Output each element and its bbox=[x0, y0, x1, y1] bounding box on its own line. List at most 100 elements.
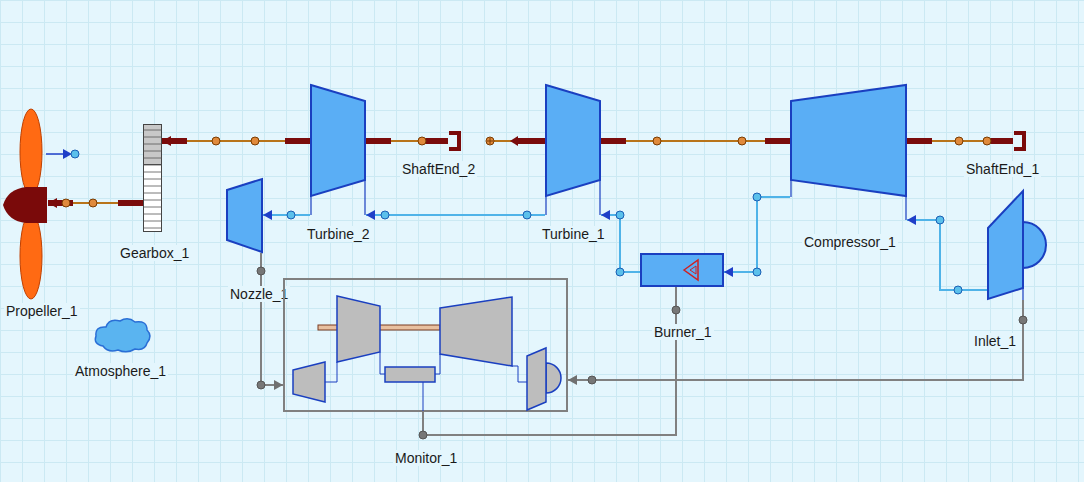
arrowhead bbox=[48, 198, 57, 208]
component-label: Burner_1 bbox=[652, 324, 714, 340]
component-label: Propeller_1 bbox=[4, 303, 80, 319]
connector-line bbox=[601, 140, 790, 142]
shaft-stub bbox=[515, 138, 545, 144]
connector-line bbox=[423, 287, 676, 435]
component-label: Compressor_1 bbox=[802, 234, 898, 250]
component-shape bbox=[2, 108, 48, 300]
burner-component: Burner_1 bbox=[640, 253, 724, 287]
port-dot bbox=[71, 150, 79, 158]
component-label: Atmosphere_1 bbox=[73, 363, 168, 379]
component-shape bbox=[310, 84, 366, 220]
port-dot bbox=[616, 268, 624, 276]
component-label: Turbine_1 bbox=[540, 226, 607, 242]
shaft-stub bbox=[988, 138, 1013, 144]
port-dot bbox=[738, 137, 746, 145]
connector-line bbox=[568, 300, 1023, 380]
arrowhead bbox=[274, 380, 283, 390]
component-shape bbox=[283, 278, 568, 412]
component-label: ShaftEnd_2 bbox=[400, 161, 477, 177]
port-dot bbox=[418, 137, 426, 145]
port-dot bbox=[212, 137, 220, 145]
component-shape bbox=[987, 190, 1046, 300]
component-shape bbox=[226, 178, 263, 253]
port-dot bbox=[251, 137, 259, 145]
gas-connector bbox=[907, 215, 987, 294]
connector-line bbox=[601, 215, 640, 272]
shaft-end-component: ShaftEnd_1 bbox=[1013, 130, 1027, 152]
propeller-component: Propeller_1 bbox=[2, 108, 48, 300]
port-dot bbox=[287, 211, 295, 219]
component-label: Inlet_1 bbox=[972, 333, 1018, 349]
shaft-stub bbox=[118, 200, 143, 206]
monitor-component: Monitor_1 bbox=[283, 278, 568, 412]
connector-line bbox=[366, 140, 448, 142]
component-label: ShaftEnd_1 bbox=[964, 161, 1041, 177]
shaft-stub bbox=[907, 138, 932, 144]
gearbox-component: Gearbox_1 bbox=[143, 124, 162, 232]
turbine-component: Turbine_1 bbox=[545, 84, 601, 220]
component-label: Gearbox_1 bbox=[118, 245, 191, 261]
connector-line bbox=[907, 220, 987, 290]
arrowhead bbox=[263, 210, 272, 220]
gas-connector bbox=[601, 210, 640, 276]
port-dot bbox=[753, 268, 761, 276]
gas-connector bbox=[263, 210, 310, 220]
component-shape bbox=[790, 84, 907, 224]
connector-line bbox=[366, 214, 545, 216]
component-shape bbox=[448, 130, 462, 152]
port-dot bbox=[955, 137, 963, 145]
gas-connector bbox=[724, 193, 790, 277]
port-dot bbox=[1019, 316, 1027, 324]
port-dot bbox=[523, 211, 531, 219]
port-dot bbox=[672, 306, 680, 314]
signal-line bbox=[46, 153, 64, 155]
shaft-connector bbox=[907, 137, 1013, 145]
component-label: Monitor_1 bbox=[393, 450, 459, 466]
component-label: Turbine_2 bbox=[305, 226, 372, 242]
shaft-connector bbox=[366, 137, 448, 145]
port-dot bbox=[419, 431, 427, 439]
turbine-component: Turbine_2 bbox=[310, 84, 366, 220]
component-shape bbox=[143, 124, 162, 232]
arrowhead bbox=[568, 375, 577, 385]
shaft-stub bbox=[285, 138, 310, 144]
plus-mark bbox=[487, 138, 493, 144]
shaft-end-component: ShaftEnd_2 bbox=[448, 130, 462, 152]
atmosphere-component: Atmosphere_1 bbox=[93, 316, 153, 354]
arrowhead bbox=[601, 210, 610, 220]
port-dot bbox=[954, 286, 962, 294]
port-dot bbox=[936, 216, 944, 224]
connector-line bbox=[724, 197, 790, 272]
ctrl-connector bbox=[419, 287, 680, 439]
port-dot bbox=[653, 137, 661, 145]
connector-line bbox=[162, 140, 310, 142]
port-dot bbox=[616, 211, 624, 219]
ctrl-connector bbox=[257, 253, 283, 390]
nozzle-component: Nozzle_1 bbox=[226, 178, 263, 253]
arrowhead bbox=[366, 210, 375, 220]
arrowhead bbox=[907, 215, 916, 225]
port-dot bbox=[257, 381, 265, 389]
shaft-port bbox=[486, 137, 494, 145]
arrowhead bbox=[724, 267, 733, 277]
ctrl-connector bbox=[568, 300, 1027, 385]
port-dot bbox=[983, 137, 991, 145]
inlet-component: Inlet_1 bbox=[987, 190, 1046, 300]
shaft-stub bbox=[765, 138, 790, 144]
component-shape bbox=[1013, 130, 1027, 152]
shaft-stub bbox=[601, 138, 626, 144]
port-dot bbox=[62, 199, 70, 207]
shaft-connector bbox=[162, 136, 310, 146]
shaft-connector bbox=[601, 137, 790, 145]
arrowhead bbox=[162, 136, 171, 146]
port-dot bbox=[588, 376, 596, 384]
component-shape bbox=[93, 316, 153, 354]
component-shape bbox=[640, 253, 724, 287]
arrowhead bbox=[510, 136, 518, 146]
port-dot bbox=[753, 193, 761, 201]
gas-connector bbox=[366, 210, 545, 220]
port-dot bbox=[257, 267, 265, 275]
shaft-connector bbox=[48, 198, 143, 208]
shaft-stub bbox=[423, 138, 448, 144]
